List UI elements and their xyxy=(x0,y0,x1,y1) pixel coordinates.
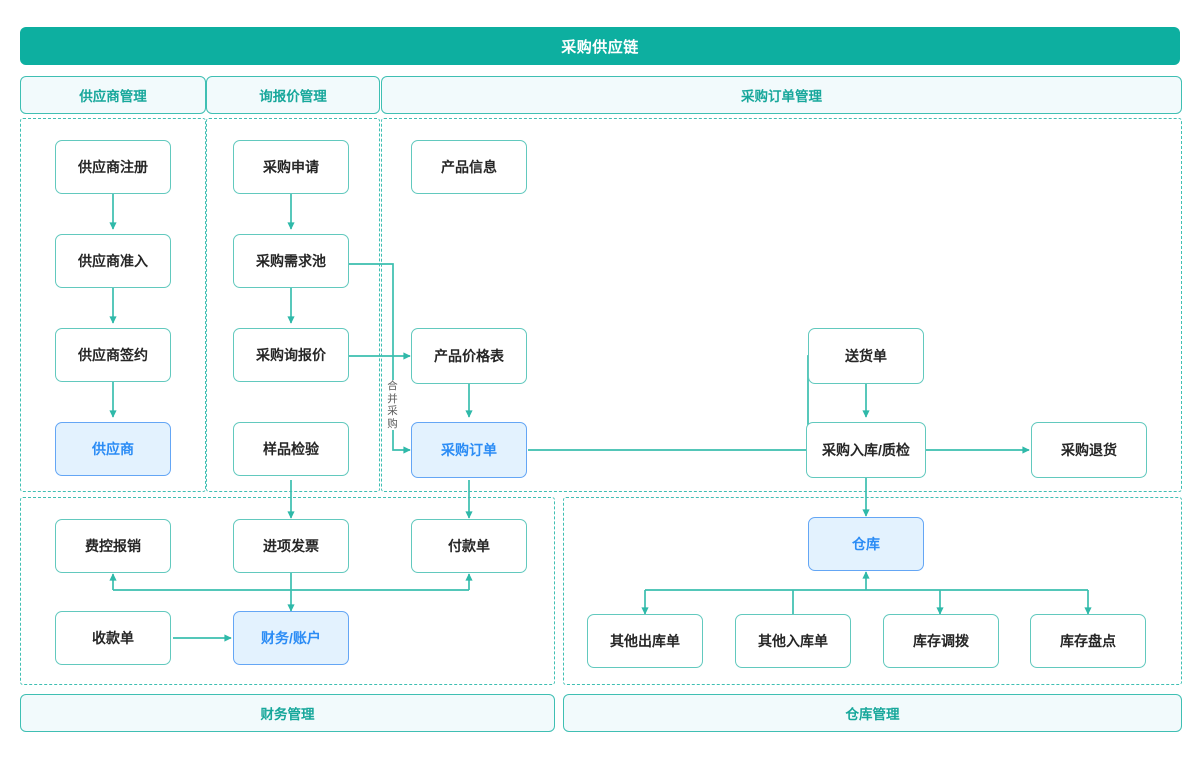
node-warehouse[interactable]: 仓库 xyxy=(808,517,924,571)
banner-title: 采购供应链 xyxy=(20,27,1180,65)
zone-warehouse xyxy=(563,497,1182,685)
node-supplier[interactable]: 供应商 xyxy=(55,422,171,476)
zone-supplier xyxy=(20,118,206,492)
node-other-inbound[interactable]: 其他入库单 xyxy=(735,614,851,668)
group-pill-purchase-order[interactable]: 采购订单管理 xyxy=(381,76,1182,114)
node-price-list[interactable]: 产品价格表 xyxy=(411,328,527,384)
node-sample-inspection[interactable]: 样品检验 xyxy=(233,422,349,476)
node-input-invoice[interactable]: 进项发票 xyxy=(233,519,349,573)
node-supplier-register[interactable]: 供应商注册 xyxy=(55,140,171,194)
node-purchase-return[interactable]: 采购退货 xyxy=(1031,422,1147,478)
node-receipt-voucher[interactable]: 收款单 xyxy=(55,611,171,665)
node-expense-claim[interactable]: 费控报销 xyxy=(55,519,171,573)
zone-finance xyxy=(20,497,555,685)
node-other-outbound[interactable]: 其他出库单 xyxy=(587,614,703,668)
node-receipt-qc[interactable]: 采购入库/质检 xyxy=(806,422,926,478)
node-delivery-note[interactable]: 送货单 xyxy=(808,328,924,384)
node-product-info[interactable]: 产品信息 xyxy=(411,140,527,194)
node-supplier-contract[interactable]: 供应商签约 xyxy=(55,328,171,382)
node-supplier-admit[interactable]: 供应商准入 xyxy=(55,234,171,288)
node-stock-transfer[interactable]: 库存调拨 xyxy=(883,614,999,668)
group-pill-rfq[interactable]: 询报价管理 xyxy=(206,76,380,114)
group-pill-supplier[interactable]: 供应商管理 xyxy=(20,76,206,114)
node-stock-count[interactable]: 库存盘点 xyxy=(1030,614,1146,668)
edge-label-merge-purchase: 合并采购 xyxy=(386,380,399,430)
group-pill-finance[interactable]: 财务管理 xyxy=(20,694,555,732)
group-pill-warehouse[interactable]: 仓库管理 xyxy=(563,694,1182,732)
node-demand-pool[interactable]: 采购需求池 xyxy=(233,234,349,288)
node-purchase-order[interactable]: 采购订单 xyxy=(411,422,527,478)
node-payment-voucher[interactable]: 付款单 xyxy=(411,519,527,573)
node-purchase-request[interactable]: 采购申请 xyxy=(233,140,349,194)
node-rfq[interactable]: 采购询报价 xyxy=(233,328,349,382)
node-finance-account[interactable]: 财务/账户 xyxy=(233,611,349,665)
